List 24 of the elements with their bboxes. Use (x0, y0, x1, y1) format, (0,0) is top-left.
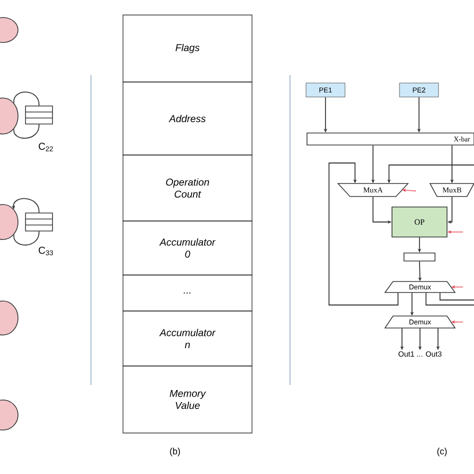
table-cell: Flags (122, 14, 252, 82)
table-cell: Operation Count (122, 154, 252, 222)
table-cell: Accumulator n (122, 310, 252, 366)
panel-label: (c) (437, 448, 447, 456)
leaf-shape (0, 98, 18, 134)
register-icon (25, 106, 53, 124)
register-label: C$_{33}$ (38, 246, 53, 256)
panel-label: (b) (170, 448, 180, 456)
register-box (404, 252, 436, 262)
table-cell: Accumulator 0 (122, 220, 252, 276)
table-cell: Address (122, 82, 252, 156)
table-cell: Memory Value (122, 366, 252, 434)
leaf-shape (0, 17, 18, 43)
leaf-shape (0, 400, 18, 430)
loop-line (13, 92, 40, 139)
leaf-shape (0, 300, 18, 336)
register-label: C$_{22}$ (38, 142, 53, 152)
register-icon (25, 212, 53, 232)
wire (426, 292, 474, 306)
operation-box: OP (392, 206, 448, 238)
arrow (328, 162, 398, 306)
leaf-shape (0, 204, 18, 240)
wire (440, 292, 474, 300)
table-cell: ... (122, 274, 252, 312)
